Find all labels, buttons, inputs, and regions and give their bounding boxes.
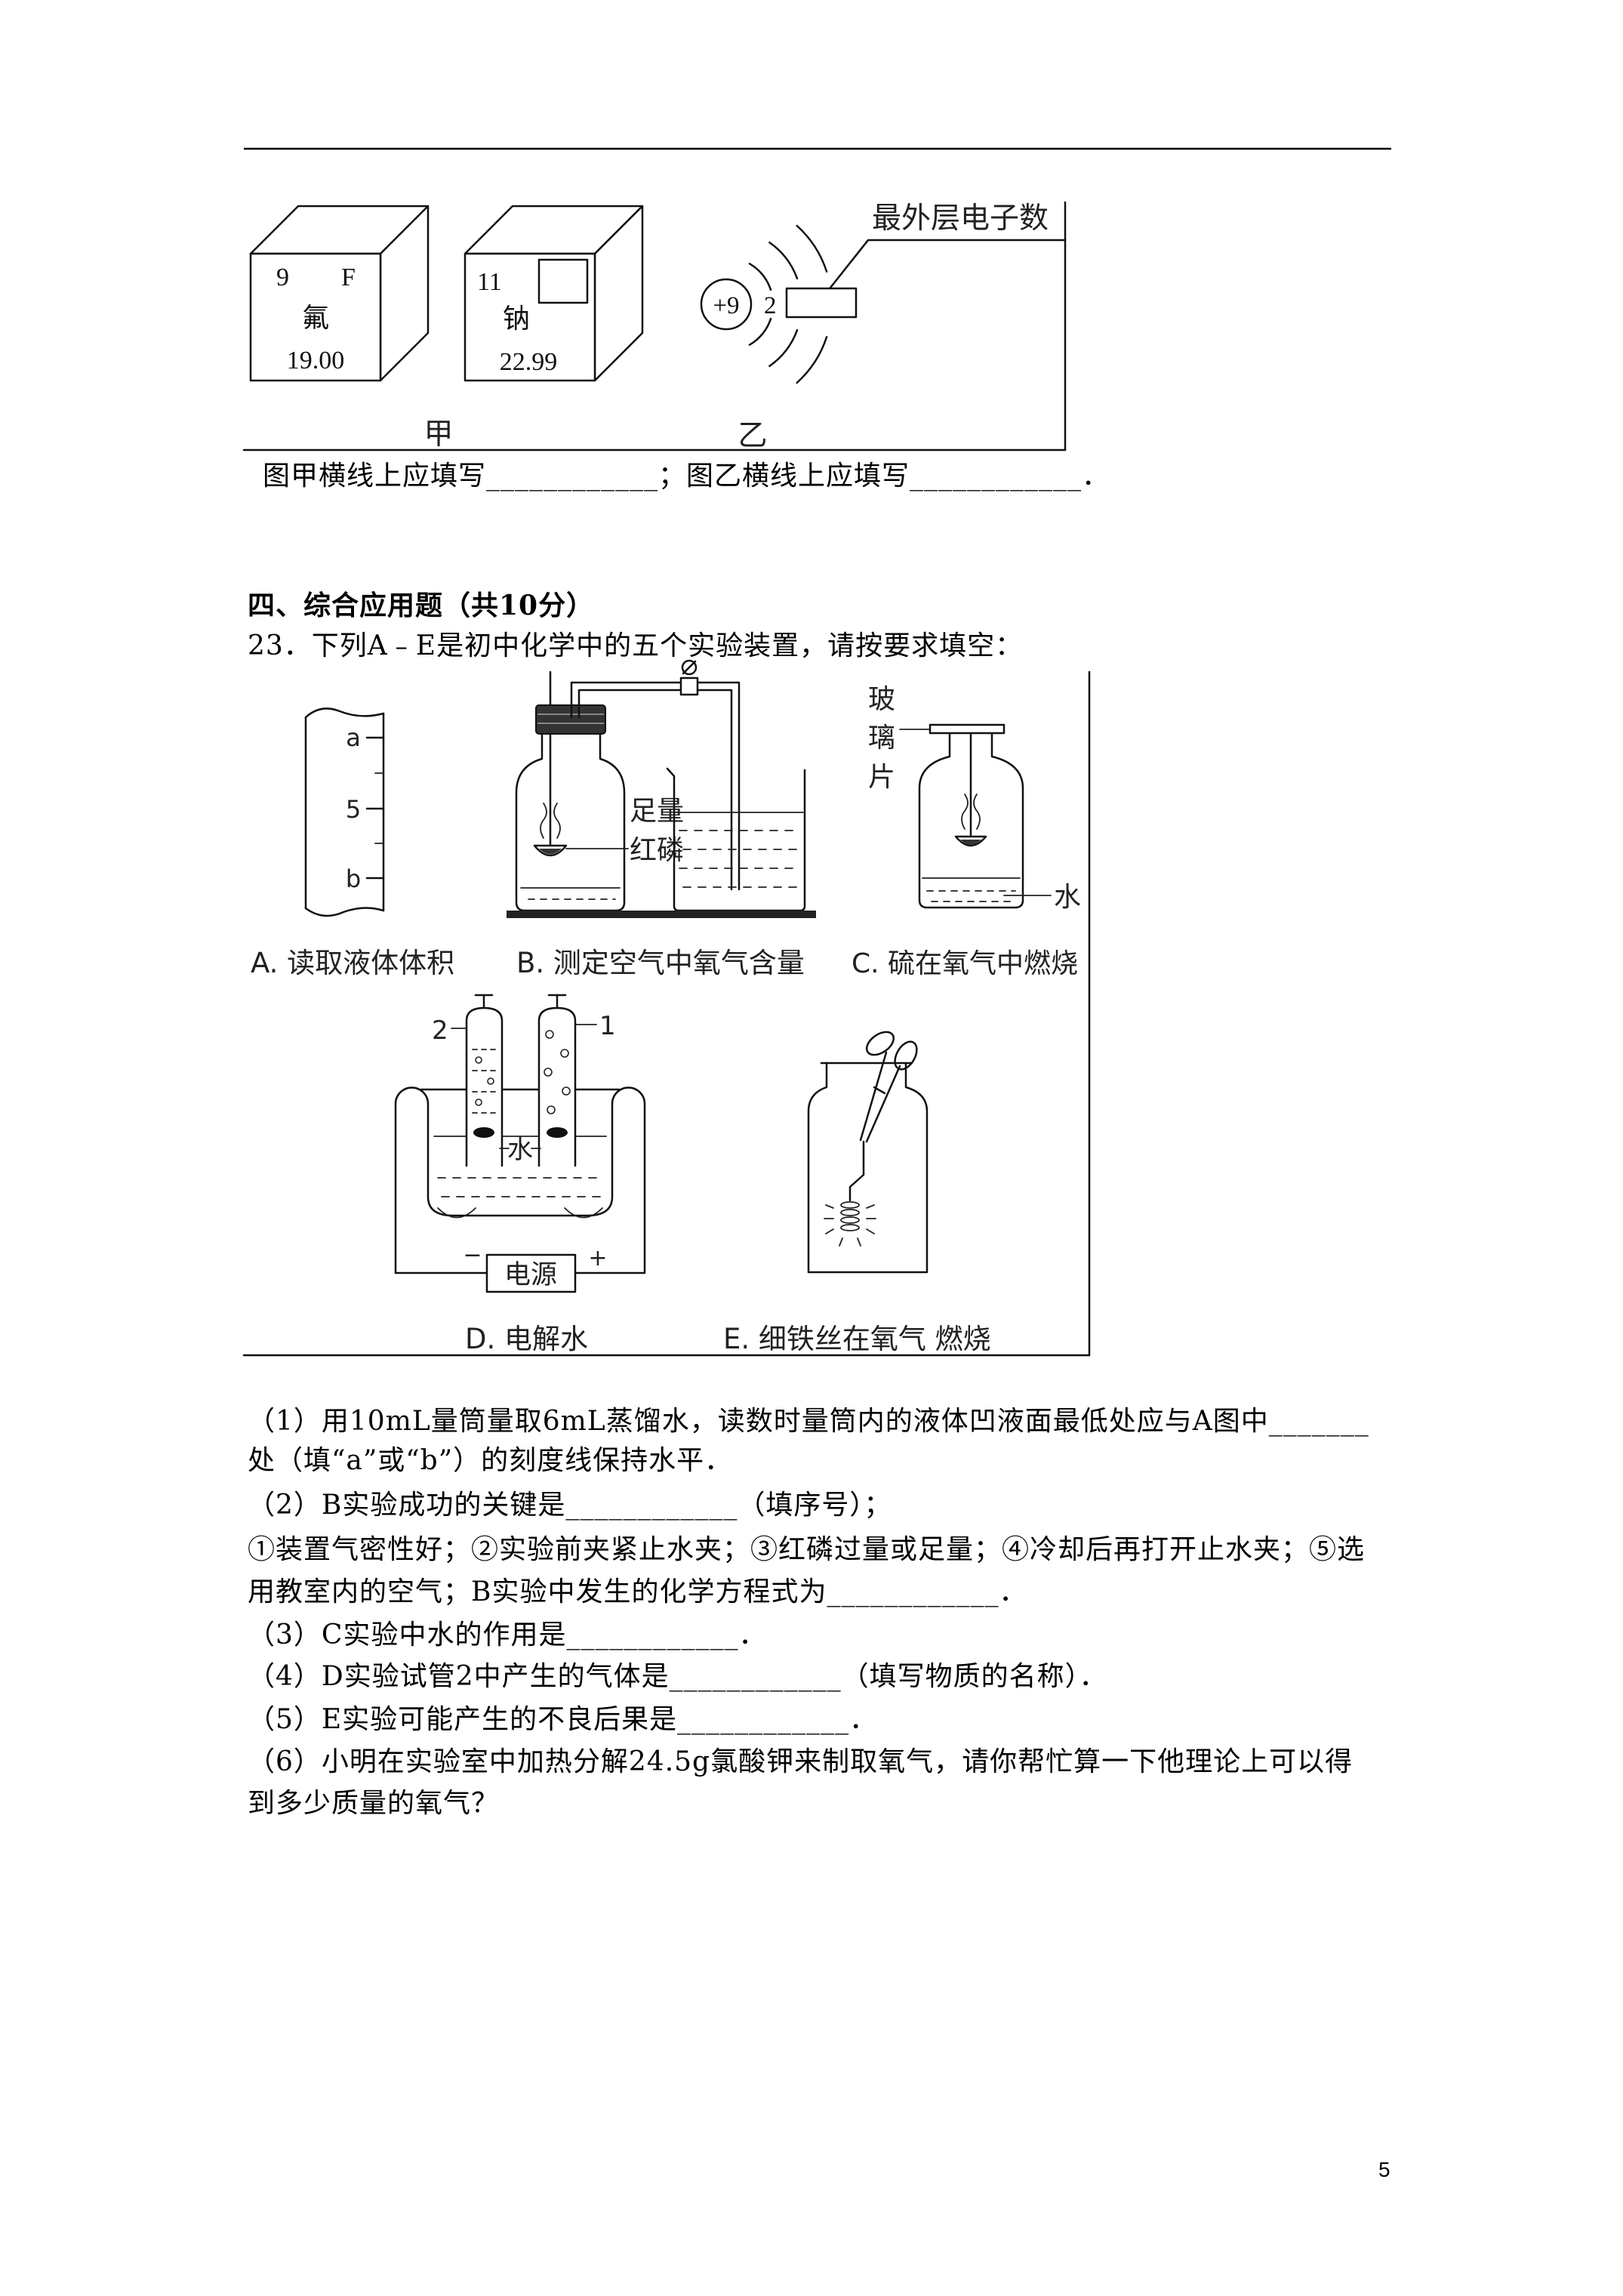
fluorine-atomic-mass: 19.00: [287, 347, 345, 374]
apparatus-e-iron-wire-combustion: E. 细铁丝在氧气 燃烧: [723, 1031, 991, 1355]
tube-water-dashes: [472, 1049, 497, 1114]
caption-b: B. 测定空气中氧气含量: [516, 947, 805, 979]
sodium-name: 钠: [503, 304, 530, 334]
caption-d: D. 电解水: [465, 1323, 588, 1355]
shell-arc: [748, 263, 772, 291]
outer-electron-label: 最外层电子数: [872, 202, 1049, 236]
shell-arc: [796, 224, 828, 273]
question-23-part-2-options: ①装置气密性好；②实验前夹紧止水夹；③红磷过量或足量；④冷却后再打开止水夹；⑤选: [248, 1534, 1366, 1565]
glass-plate: [929, 723, 1006, 735]
water-clamp: [679, 659, 699, 696]
question-23-part-3: （3）C实验中水的作用是____________．: [248, 1620, 767, 1650]
scale-mark-b: b: [346, 864, 361, 893]
scale-mark-a: a: [346, 723, 361, 752]
question-23-part-2-line-3: 用教室内的空气；B实验中发生的化学方程式为____________．: [248, 1576, 1027, 1607]
sodium-element-cell: 11 钠 22.99: [463, 205, 644, 382]
glass-tube-inner: [577, 689, 733, 891]
question-23-part-1-line-1: （1）用10mL量筒量取6mL蒸馏水，读数时量筒内的液体凹液面最低处应与A图中_…: [248, 1406, 1369, 1437]
sodium-atomic-mass: 22.99: [500, 348, 558, 376]
caption-e: E. 细铁丝在氧气 燃烧: [723, 1323, 991, 1355]
fluorine-symbol: F: [341, 264, 356, 291]
tube-label-2: 2: [432, 1015, 448, 1046]
power-supply-box: [485, 1253, 577, 1293]
question-23-part-6-line-2: 到多少质量的氧气？: [248, 1788, 500, 1819]
sodium-symbol-blank-box: [537, 258, 589, 304]
crucible-tongs-icon: [859, 1031, 918, 1143]
electrode-left: [473, 1127, 494, 1138]
apparatus-c-sulfur-combustion: 玻 璃 片 水 C. 硫在氧气中燃烧: [852, 684, 1081, 979]
shell-arc: [748, 317, 772, 346]
outer-shell-blank-box: [785, 287, 858, 319]
cylinder-bottom-edge: [304, 907, 385, 917]
figure-experiment-apparatus: a 5 b A. 读取液体体积: [242, 659, 1091, 1357]
question-23-part-6-line-1: （6）小明在实验室中加热分解24.5g氯酸钾来制取氧气，请你帮忙算一下他理论上可…: [248, 1746, 1354, 1777]
nucleus-circle: [700, 278, 753, 331]
section-heading: 四、综合应用题（共10分）: [248, 590, 595, 621]
base-plate: [507, 911, 816, 918]
fluorine-atom-structure: +9 2: [700, 224, 858, 384]
question-23-part-1-line-2: 处（填“a”或“b”）的刻度线保持水平．: [248, 1445, 733, 1476]
power-supply-label: 电源: [504, 1260, 557, 1290]
apparatus-d-water-electrolysis: 2 1: [394, 994, 646, 1355]
nucleus-charge: +9: [713, 292, 739, 319]
iron-wire: [848, 1140, 865, 1202]
negative-terminal: −: [463, 1242, 482, 1268]
electrode-right: [547, 1127, 568, 1138]
page-number: 5: [1378, 2158, 1390, 2181]
gas-bubbles: [475, 1030, 571, 1114]
gas-bottle: [918, 732, 1024, 909]
cylinder-scale-ticks: [365, 736, 385, 880]
label-glass-2: 璃: [868, 723, 895, 754]
sparks-icon: [824, 1204, 876, 1247]
water-trough: [427, 1102, 614, 1217]
cylinder-top-edge: [304, 707, 385, 719]
question-23-stem: 23．下列A﹣E是初中化学中的五个实验装置，请按要求填空：: [248, 630, 1024, 661]
question-23-part-4: （4）D实验试管2中产生的气体是____________（填写物质的名称）．: [248, 1661, 1107, 1692]
beaker: [666, 767, 806, 912]
scale-mark-5: 5: [346, 795, 361, 824]
label-red-phosphorus: 红磷: [630, 835, 684, 866]
shell-arc: [768, 328, 799, 368]
question-22-blanks-line: 图甲横线上应填写____________；图乙横线上应填写___________…: [263, 461, 1110, 492]
question-23-part-5: （5）E实验可能产生的不良后果是____________．: [248, 1704, 878, 1735]
label-sufficient: 足量: [630, 796, 684, 827]
label-water: 水: [507, 1135, 533, 1165]
apparatus-a-graduated-cylinder: a 5 b A. 读取液体体积: [251, 707, 454, 979]
gas-jar: [807, 1062, 929, 1274]
flame-icon: [961, 794, 969, 830]
tube-label-1: 1: [599, 1011, 616, 1041]
test-tube-2: [465, 1006, 504, 1167]
sodium-atomic-number: 11: [477, 268, 502, 296]
left-wire: [394, 1086, 488, 1274]
caption-a: A. 读取液体体积: [251, 947, 454, 979]
cube-front-face: [249, 252, 382, 382]
caption-yi: 乙: [738, 419, 767, 453]
collecting-bottle: [515, 732, 626, 912]
caption-c: C. 硫在氧气中燃烧: [852, 948, 1078, 979]
apparatus-b-oxygen-content: 足量 红磷 B. 测定空气中氧气含量: [507, 659, 816, 979]
test-tube-1: [537, 1006, 577, 1167]
cube-front-face: [463, 252, 596, 382]
iron-coil-icon: [840, 1201, 860, 1231]
flame-icon: [540, 803, 547, 839]
glass-tube-outer: [570, 681, 741, 891]
question-23-part-2-line-1: （2）B实验成功的关键是____________（填序号）；: [248, 1490, 892, 1521]
label-water: 水: [1054, 882, 1081, 913]
first-shell-electrons: 2: [764, 292, 777, 319]
shell-arc: [768, 241, 799, 280]
outer-electron-pointer-line: [829, 239, 1067, 289]
right-wire: [574, 1086, 646, 1274]
fluorine-name: 氟: [302, 303, 329, 333]
label-glass-1: 玻: [868, 684, 895, 715]
fluorine-atomic-number: 9: [276, 264, 289, 291]
positive-terminal: +: [588, 1245, 607, 1271]
shell-arc: [796, 336, 828, 384]
figure-element-cells-and-atom: 最外层电子数 9 F 氟 19.00 11 钠 22.99: [242, 201, 1067, 453]
caption-jia: 甲: [423, 418, 453, 451]
label-glass-3: 片: [868, 762, 895, 793]
fluorine-element-cell: 9 F 氟 19.00: [249, 205, 430, 382]
